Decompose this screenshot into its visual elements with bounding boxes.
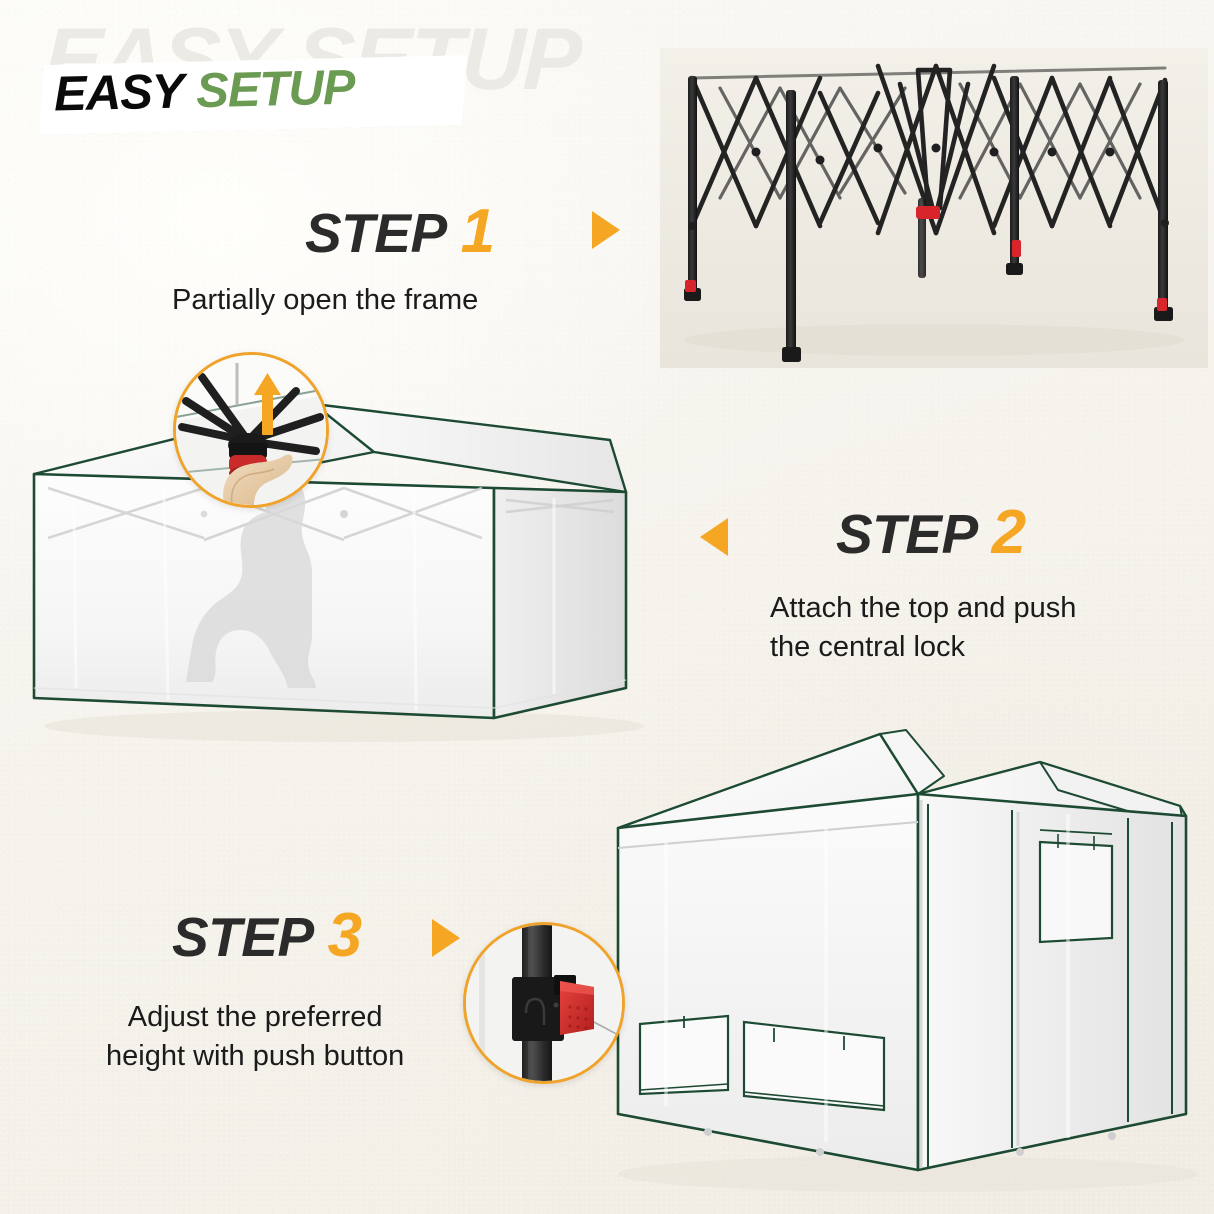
step-1-label: STEP [305, 202, 447, 264]
greenhouse-assembled-photo [588, 718, 1208, 1200]
hand [223, 454, 293, 505]
step-2-caption-line2: the central lock [770, 630, 966, 663]
title-word-setup: SETUP [195, 60, 356, 119]
central-lock-closeup-inset [173, 352, 329, 508]
step-3-caption: Adjust the preferred height with push bu… [106, 998, 404, 1075]
triangle-right-icon [592, 211, 620, 249]
step-1-caption: Partially open the frame [172, 284, 479, 316]
roll-up-vent-window [1038, 829, 1114, 944]
step-3-caption-line2: height with push button [106, 1039, 405, 1072]
central-lock-red [916, 206, 940, 219]
door-zippers [927, 804, 1173, 1168]
roll-up-window-left-2 [742, 1020, 886, 1112]
step-2-label: STEP [836, 503, 978, 565]
page-title: EASY SETUP [53, 59, 355, 122]
canopy-frame-partially-open-photo [660, 48, 1208, 368]
step-3-caption-line1: Adjust the preferred [127, 1001, 383, 1033]
push-button-closeup-inset [463, 922, 625, 1084]
greenhouse-top-attached-photo [14, 388, 652, 748]
triangle-right-icon [432, 919, 460, 957]
step-3-number: 3 [327, 901, 362, 970]
step-3-label: STEP [172, 906, 314, 968]
up-arrow-icon [254, 373, 281, 435]
step-2-caption: Attach the top and push the central lock [770, 589, 1076, 666]
step-2-caption-line1: Attach the top and push [770, 592, 1077, 624]
push-button-housing [512, 977, 564, 1041]
title-word-easy: EASY [53, 64, 185, 122]
triangle-left-icon [700, 518, 728, 556]
step-1-number: 1 [460, 197, 495, 266]
step-2-number: 2 [991, 498, 1026, 567]
roll-up-window-left-1 [638, 1014, 730, 1096]
